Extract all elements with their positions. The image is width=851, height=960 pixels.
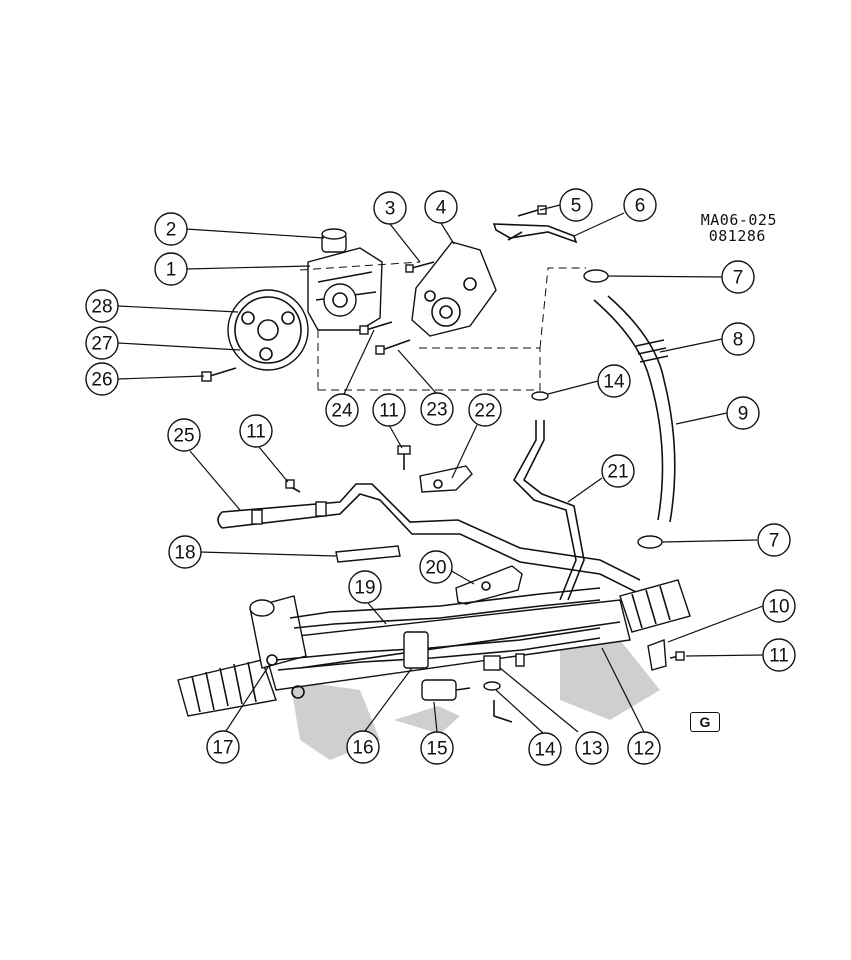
callout-7-upper: 7 (721, 260, 755, 294)
svg-text:11: 11 (769, 646, 789, 667)
svg-text:10: 10 (768, 597, 789, 618)
bolt-23 (375, 339, 411, 355)
svg-text:13: 13 (581, 739, 602, 760)
svg-text:16: 16 (352, 738, 373, 759)
svg-text:18: 18 (174, 543, 195, 564)
svg-text:23: 23 (426, 400, 447, 421)
callout-21: 21 (601, 454, 635, 488)
power-steering-pump (227, 228, 383, 371)
callout-1: 1 (154, 252, 188, 286)
callout-10: 10 (762, 589, 796, 623)
callout-12: 12 (627, 731, 661, 765)
svg-text:8: 8 (733, 330, 744, 351)
callout-20: 20 (419, 550, 453, 584)
callout-3: 3 (373, 191, 407, 225)
callout-8: 8 (721, 322, 755, 356)
switch-15 (394, 679, 471, 734)
callout-14-lower: 14 (528, 732, 562, 766)
svg-text:1: 1 (166, 260, 177, 281)
bracket-20 (455, 565, 523, 605)
callout-5: 5 (559, 188, 593, 222)
cylinder-line-19 (275, 587, 601, 671)
callout-15: 15 (420, 731, 454, 765)
reference-date: 081286 (708, 227, 766, 245)
callout-24: 24 (325, 393, 359, 427)
svg-text:14: 14 (603, 372, 625, 393)
callout-6: 6 (623, 188, 657, 222)
callout-17: 17 (206, 730, 240, 764)
publisher-logo: G (690, 712, 720, 732)
svg-text:7: 7 (733, 268, 744, 289)
svg-text:28: 28 (91, 297, 112, 318)
callout-22: 22 (468, 393, 502, 427)
svg-text:11: 11 (379, 401, 399, 422)
callout-28: 28 (85, 289, 119, 323)
callout-14-upper: 14 (597, 364, 631, 398)
brace-6 (492, 223, 578, 244)
svg-text:17: 17 (212, 738, 233, 759)
bracket-10 (647, 639, 685, 671)
svg-text:19: 19 (354, 578, 375, 599)
reference-code-number: MA06-025 (700, 211, 777, 229)
svg-text:14: 14 (534, 740, 556, 761)
bolt-11-upper (285, 479, 301, 493)
callout-16: 16 (346, 730, 380, 764)
callout-19: 19 (348, 570, 382, 604)
shim-18 (335, 545, 401, 563)
reference-code: MA06-025 081286 (701, 212, 777, 244)
bolt-3 (405, 261, 435, 273)
svg-text:22: 22 (474, 401, 495, 422)
svg-text:25: 25 (173, 426, 194, 447)
svg-text:4: 4 (436, 198, 447, 219)
callout-11-middle: 11 (372, 393, 406, 427)
svg-text:9: 9 (738, 404, 749, 425)
hydraulic-lines (217, 483, 641, 595)
callout-27: 27 (85, 326, 119, 360)
callout-7-lower: 7 (757, 523, 791, 557)
svg-text:20: 20 (425, 558, 446, 579)
clip-13 (483, 653, 525, 671)
svg-text:11: 11 (246, 422, 266, 443)
bolt-5 (517, 205, 547, 217)
svg-text:15: 15 (426, 739, 447, 760)
return-hose (583, 269, 676, 549)
svg-text:12: 12 (633, 739, 654, 760)
svg-text:6: 6 (635, 196, 646, 217)
clamp-22 (397, 445, 473, 493)
steering-gear (177, 579, 691, 760)
callout-11-right: 11 (762, 638, 796, 672)
svg-text:24: 24 (331, 401, 353, 422)
callout-9: 9 (726, 396, 760, 430)
svg-text:21: 21 (607, 462, 628, 483)
svg-text:5: 5 (571, 196, 582, 217)
svg-text:27: 27 (91, 334, 112, 355)
callout-2: 2 (154, 212, 188, 246)
callout-4: 4 (424, 190, 458, 224)
callout-26: 26 (85, 362, 119, 396)
pump-bracket (411, 241, 497, 337)
clamp-16 (403, 631, 429, 669)
bolt-26 (201, 367, 237, 382)
svg-text:2: 2 (166, 220, 177, 241)
callout-25: 25 (167, 418, 201, 452)
pressure-line (513, 391, 585, 601)
bolt-24 (359, 321, 393, 335)
callout-13: 13 (575, 731, 609, 765)
callout-23: 23 (420, 392, 454, 426)
svg-text:7: 7 (769, 531, 780, 552)
svg-text:26: 26 (91, 370, 112, 391)
callout-18: 18 (168, 535, 202, 569)
seal-14-lower (483, 681, 513, 723)
callout-11-left: 11 (239, 414, 273, 448)
svg-text:3: 3 (385, 199, 396, 220)
